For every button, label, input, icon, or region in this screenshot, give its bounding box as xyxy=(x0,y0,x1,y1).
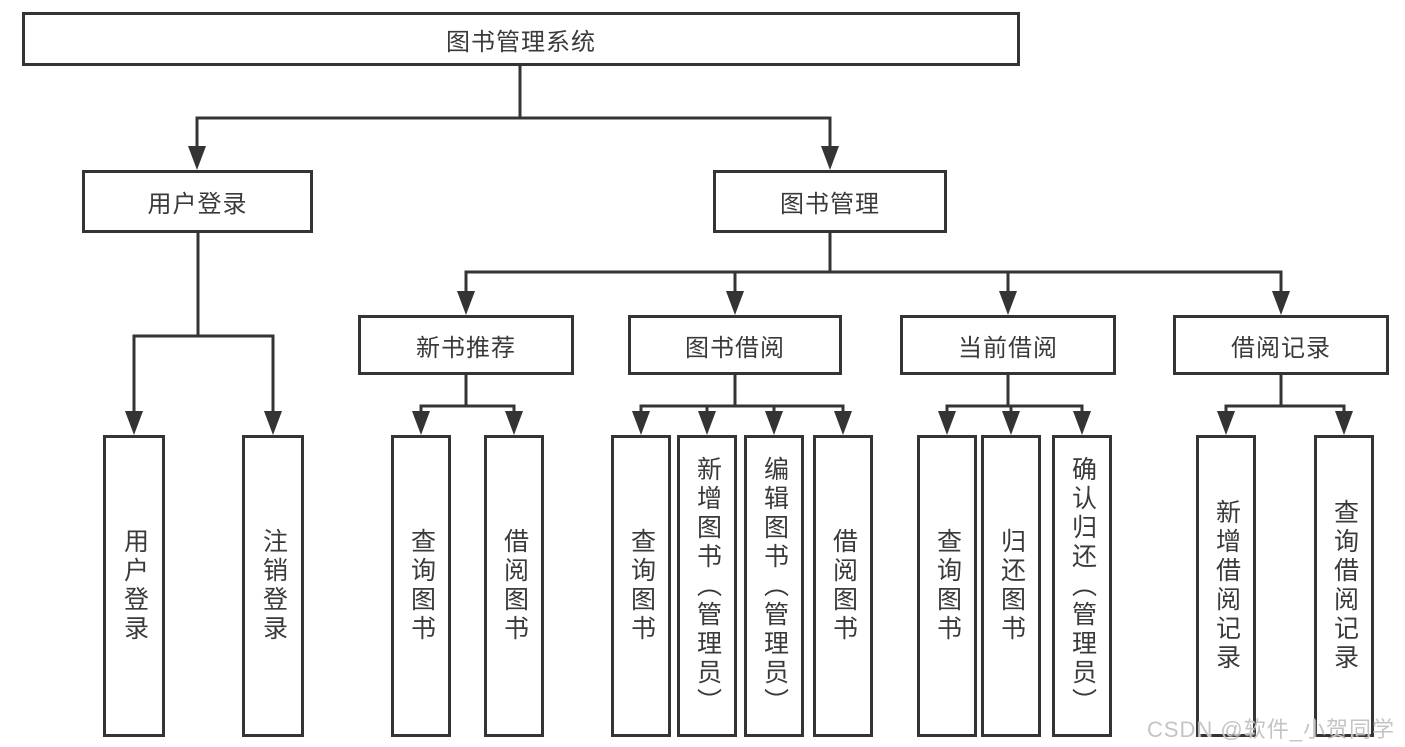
arrow-down-icon xyxy=(188,146,206,170)
connector-borrow-to-leaves xyxy=(632,373,852,435)
leaf-borrow-books-recommend: 借阅图书 xyxy=(484,435,544,737)
arrow-down-icon xyxy=(821,146,839,170)
connector-bookmgmt-to-level3 xyxy=(457,231,1290,315)
leaf-user-login: 用户登录 xyxy=(103,435,165,737)
leaf-add-books-admin: 新增图书（管理员） xyxy=(677,435,737,737)
node-book-borrowing: 图书借阅 xyxy=(628,315,842,375)
connector-newbooks-to-leaves xyxy=(412,373,523,435)
leaf-query-books-current: 查询图书 xyxy=(917,435,977,737)
arrow-down-icon xyxy=(834,411,852,435)
arrow-down-icon xyxy=(1335,411,1353,435)
arrow-down-icon xyxy=(264,411,282,435)
arrow-down-icon xyxy=(125,411,143,435)
leaf-logout: 注销登录 xyxy=(242,435,304,737)
node-new-book-recommendation: 新书推荐 xyxy=(358,315,574,375)
leaf-borrow-books: 借阅图书 xyxy=(813,435,873,737)
arrow-down-icon xyxy=(1002,411,1020,435)
connector-userlogin-to-leaves xyxy=(125,231,282,435)
node-current-borrowing: 当前借阅 xyxy=(900,315,1116,375)
csdn-watermark: CSDN @软件_小贺同学 xyxy=(1146,717,1395,742)
node-user-login: 用户登录 xyxy=(82,170,313,233)
node-borrowing-records: 借阅记录 xyxy=(1173,315,1389,375)
arrow-down-icon xyxy=(938,411,956,435)
arrow-down-icon xyxy=(1073,411,1091,435)
leaf-query-books-recommend: 查询图书 xyxy=(391,435,451,737)
arrow-down-icon xyxy=(505,411,523,435)
arrow-down-icon xyxy=(632,411,650,435)
arrow-down-icon xyxy=(1217,411,1235,435)
arrow-down-icon xyxy=(457,291,475,315)
arrow-down-icon xyxy=(698,411,716,435)
leaf-edit-books-admin: 编辑图书（管理员） xyxy=(744,435,804,737)
arrow-down-icon xyxy=(412,411,430,435)
connector-records-to-leaves xyxy=(1217,373,1353,435)
arrow-down-icon xyxy=(765,411,783,435)
leaf-add-borrow-record: 新增借阅记录 xyxy=(1196,435,1256,737)
connector-current-to-leaves xyxy=(938,373,1091,435)
arrow-down-icon xyxy=(999,291,1017,315)
arrow-down-icon xyxy=(1272,291,1290,315)
leaf-return-books: 归还图书 xyxy=(981,435,1041,737)
arrow-down-icon xyxy=(726,291,744,315)
leaf-query-books-borrow: 查询图书 xyxy=(611,435,671,737)
leaf-confirm-return-admin: 确认归还（管理员） xyxy=(1052,435,1112,737)
leaf-query-borrow-record: 查询借阅记录 xyxy=(1314,435,1374,737)
node-library-management-system: 图书管理系统 xyxy=(22,12,1020,66)
connector-root-to-level2 xyxy=(188,64,839,170)
node-book-management: 图书管理 xyxy=(713,170,947,233)
